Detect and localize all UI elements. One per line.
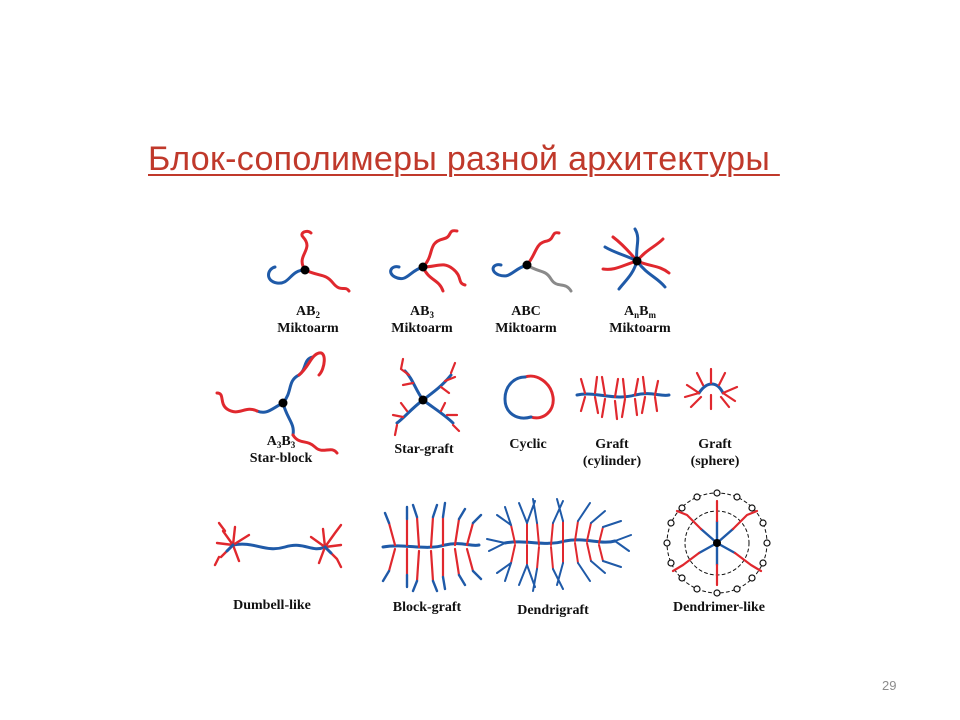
architectures-drawing — [213, 227, 771, 597]
star-graft-icon — [391, 357, 461, 437]
caption-dumbbell: Dumbell-like — [233, 598, 311, 613]
caption-anbm: AnBm Miktoarm — [609, 304, 671, 336]
cyclic-icon — [503, 374, 555, 420]
caption-graft-sphere: Graft (sphere) — [690, 437, 740, 469]
caption-ab2: AB2 Miktoarm — [277, 304, 339, 336]
caption-cyclic: Cyclic — [509, 437, 547, 452]
dendrigraft-icon — [486, 498, 632, 592]
dumbbell-like-icon — [213, 521, 343, 569]
graft-cylinder-icon — [575, 375, 671, 421]
ab3-miktoarm-icon — [389, 229, 467, 293]
dendrimer-like-icon — [663, 489, 771, 597]
page-number: 29 — [882, 678, 897, 693]
polymer-architectures-figure: AB2 Miktoarm AB3 Miktoarm ABC Miktoarm A… — [195, 225, 785, 630]
caption-ab3: AB3 Miktoarm — [391, 304, 453, 336]
caption-star-graft: Star-graft — [394, 442, 454, 457]
abc-miktoarm-icon — [491, 231, 573, 293]
graft-sphere-icon — [683, 367, 739, 411]
caption-abc: ABC Miktoarm — [495, 304, 557, 336]
anbm-miktoarm-icon — [601, 227, 671, 291]
caption-a3b3: A3B3 Star-block — [249, 434, 313, 466]
a3b3-star-block-icon — [215, 351, 339, 455]
caption-dendrigraft: Dendrigraft — [517, 603, 589, 618]
block-graft-icon — [381, 501, 483, 593]
caption-dendrimer: Dendrimer-like — [672, 600, 766, 615]
caption-graft-cylinder: Graft (cylinder) — [582, 437, 642, 469]
slide-title: Блок-сополимеры разной архитектуры — [148, 140, 780, 178]
ab2-miktoarm-icon — [267, 229, 351, 293]
caption-block-graft: Block-graft — [392, 600, 462, 615]
